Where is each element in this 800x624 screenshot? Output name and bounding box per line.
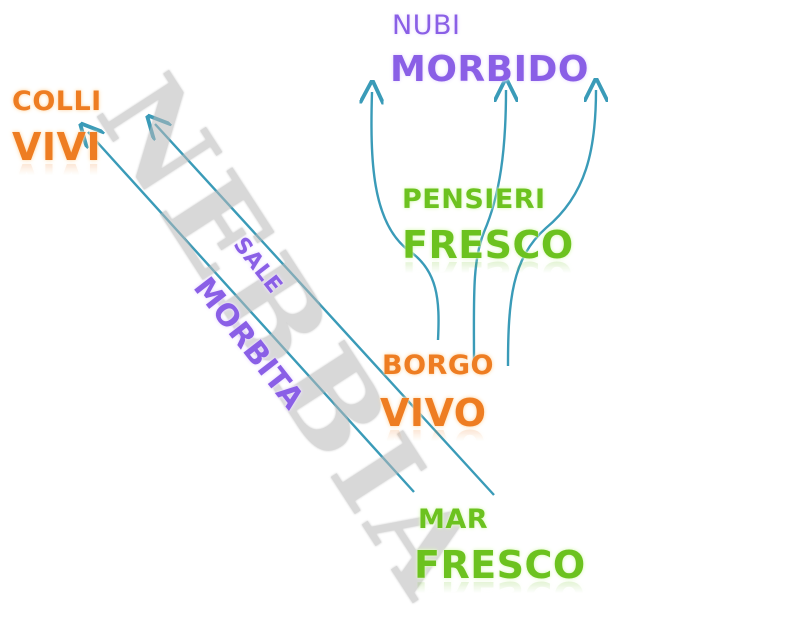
curved-arrow-left <box>371 92 440 341</box>
diagonal-arrow-right <box>155 124 495 496</box>
label-colli: COLLI <box>12 86 102 117</box>
label-pensieri: PENSIERI <box>402 184 546 215</box>
label-borgo: BORGO <box>382 350 494 381</box>
label-vivo: VIVO <box>380 391 487 435</box>
label-nubi: NUBI <box>392 10 461 41</box>
curved-arrow-right <box>506 90 596 367</box>
curved-arrow-middle <box>472 90 506 363</box>
label-fresco-lower: FRESCO <box>414 543 586 587</box>
diagram-arrows <box>0 0 800 496</box>
label-fresco-upper: FRESCO <box>402 223 574 267</box>
diagonal-arrow-left <box>88 132 415 493</box>
label-mar: MAR <box>418 504 489 535</box>
label-morbido: MORBIDO <box>390 49 589 90</box>
label-vivi: VIVI <box>12 125 102 169</box>
